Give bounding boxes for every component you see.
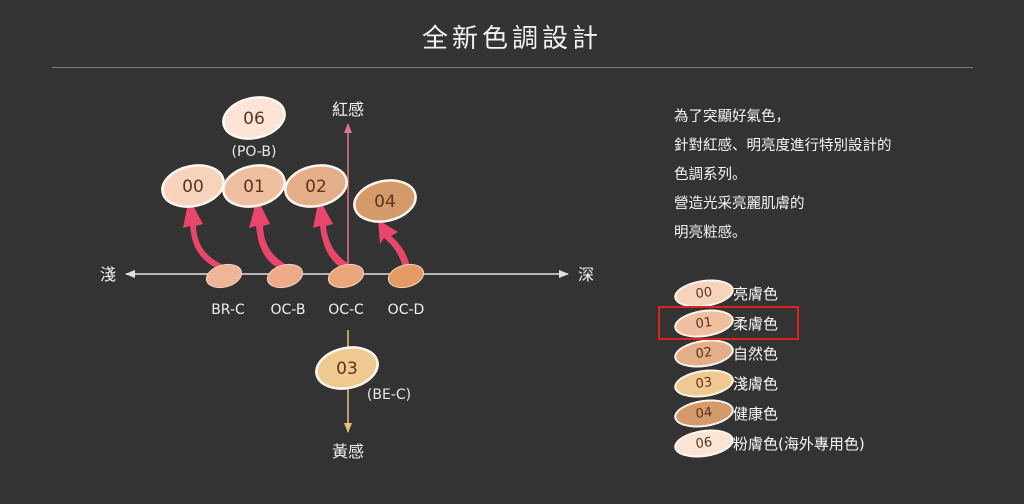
shade-04: 04: [353, 179, 417, 223]
legend-label: 自然色: [733, 345, 779, 363]
base-label-ocb: OC-B: [271, 302, 306, 318]
axis-label-bottom: 黃感: [332, 442, 364, 461]
shade-00: 00: [161, 164, 225, 208]
shade-02: 02: [284, 164, 348, 208]
shade-01-code: 01: [243, 177, 265, 197]
shade-00-code: 00: [182, 177, 204, 197]
legend-item-02: 02 自然色: [672, 335, 932, 372]
base-point-occ: [327, 263, 365, 289]
base-point-brc: [205, 263, 243, 289]
description-line: 為了突顯好氣色，: [674, 109, 790, 125]
legend-label: 亮膚色: [733, 285, 779, 303]
title-divider: [52, 67, 973, 68]
base-point-ocb: [266, 263, 304, 289]
shade-04-code: 04: [374, 192, 396, 212]
shift-arrow-ocb: [249, 198, 288, 270]
shade-06-sub: (PO-B): [232, 144, 277, 160]
axis-label-right: 深: [578, 265, 594, 284]
shift-arrow-occ: [313, 198, 349, 269]
description-line: 針對紅感、明亮度進行特別設計的: [674, 138, 892, 154]
base-label-ocd: OC-D: [388, 302, 425, 318]
shade-03-code: 03: [336, 359, 358, 379]
legend-item-04: 04 健康色: [672, 395, 932, 432]
shade-01: 01: [222, 164, 286, 208]
legend-item-01: 01 柔膚色: [672, 305, 932, 342]
shade-06: 06: [222, 96, 286, 140]
legend-swatch: 04: [672, 395, 736, 432]
shade-03-sub: (BE-C): [367, 387, 411, 403]
legend-swatch: 02: [672, 335, 736, 372]
legend-label: 柔膚色: [733, 315, 779, 333]
legend-swatch: 06: [672, 425, 736, 462]
description-line: 明亮粧感。: [674, 225, 747, 241]
description-line: 營造光采亮麗肌膚的: [674, 196, 805, 212]
description: 為了突顯好氣色， 針對紅感、明亮度進行特別設計的 色調系列。 營造光采亮麗肌膚的…: [674, 103, 974, 248]
legend-label: 淺膚色: [733, 375, 779, 393]
base-label-occ: OC-C: [328, 302, 364, 318]
legend-highlight-box: [658, 306, 799, 340]
description-line: 色調系列。: [674, 167, 747, 183]
legend-item-00: 00 亮膚色: [672, 275, 932, 312]
legend-swatch: 03: [672, 365, 736, 402]
shade-02-code: 02: [305, 177, 327, 197]
base-label-brc: BR-C: [211, 302, 245, 318]
legend-label: 粉膚色(海外專用色): [733, 435, 865, 453]
page-title: 全新色調設計: [421, 24, 602, 54]
axis-label-top: 紅感: [332, 100, 364, 119]
shift-arrow-brc: [183, 198, 228, 271]
shade-06-code: 06: [243, 109, 265, 129]
legend-item-06: 06 粉膚色(海外專用色): [672, 425, 932, 462]
legend-item-03: 03 淺膚色: [672, 365, 932, 402]
legend-label: 健康色: [733, 405, 779, 423]
shade-03: 03: [315, 346, 379, 390]
shift-arrow-ocd: [378, 220, 410, 270]
axis-label-left: 淺: [100, 265, 116, 284]
base-point-ocd: [387, 263, 425, 289]
